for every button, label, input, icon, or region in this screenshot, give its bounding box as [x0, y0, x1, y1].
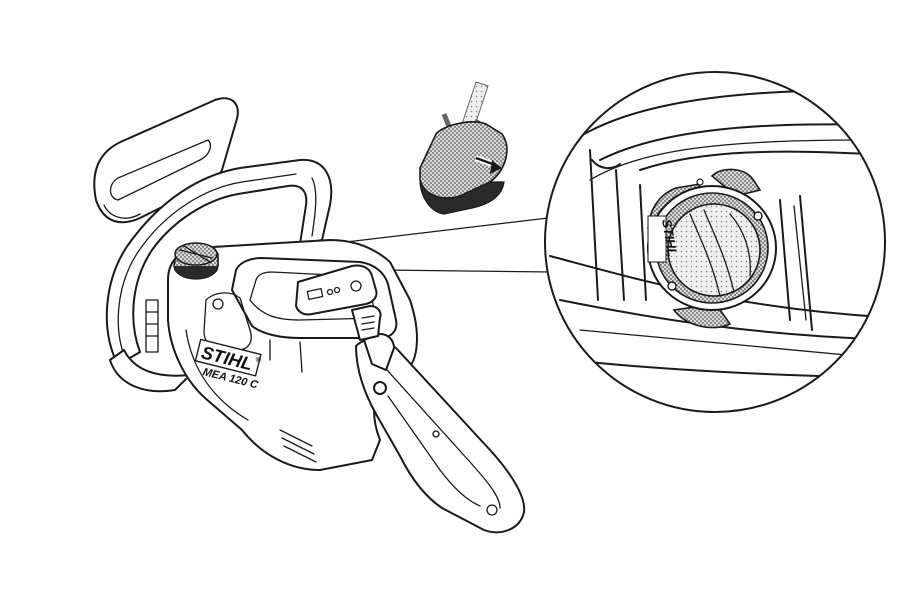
rear-handle [355, 338, 526, 534]
bar-guard [93, 97, 239, 224]
chainsaw-body: STIHL ® MEA 120 C [93, 97, 526, 534]
oil-tank-cap [173, 242, 219, 280]
cap-removal-inset [419, 81, 508, 215]
magnified-detail: STIHL [544, 71, 886, 413]
battery-display [295, 264, 378, 316]
cap-logo-text: STIHL [659, 218, 680, 258]
front-handle [105, 158, 333, 366]
brand-mark: ® [255, 355, 263, 364]
rotate-arrow-icon [474, 155, 502, 174]
